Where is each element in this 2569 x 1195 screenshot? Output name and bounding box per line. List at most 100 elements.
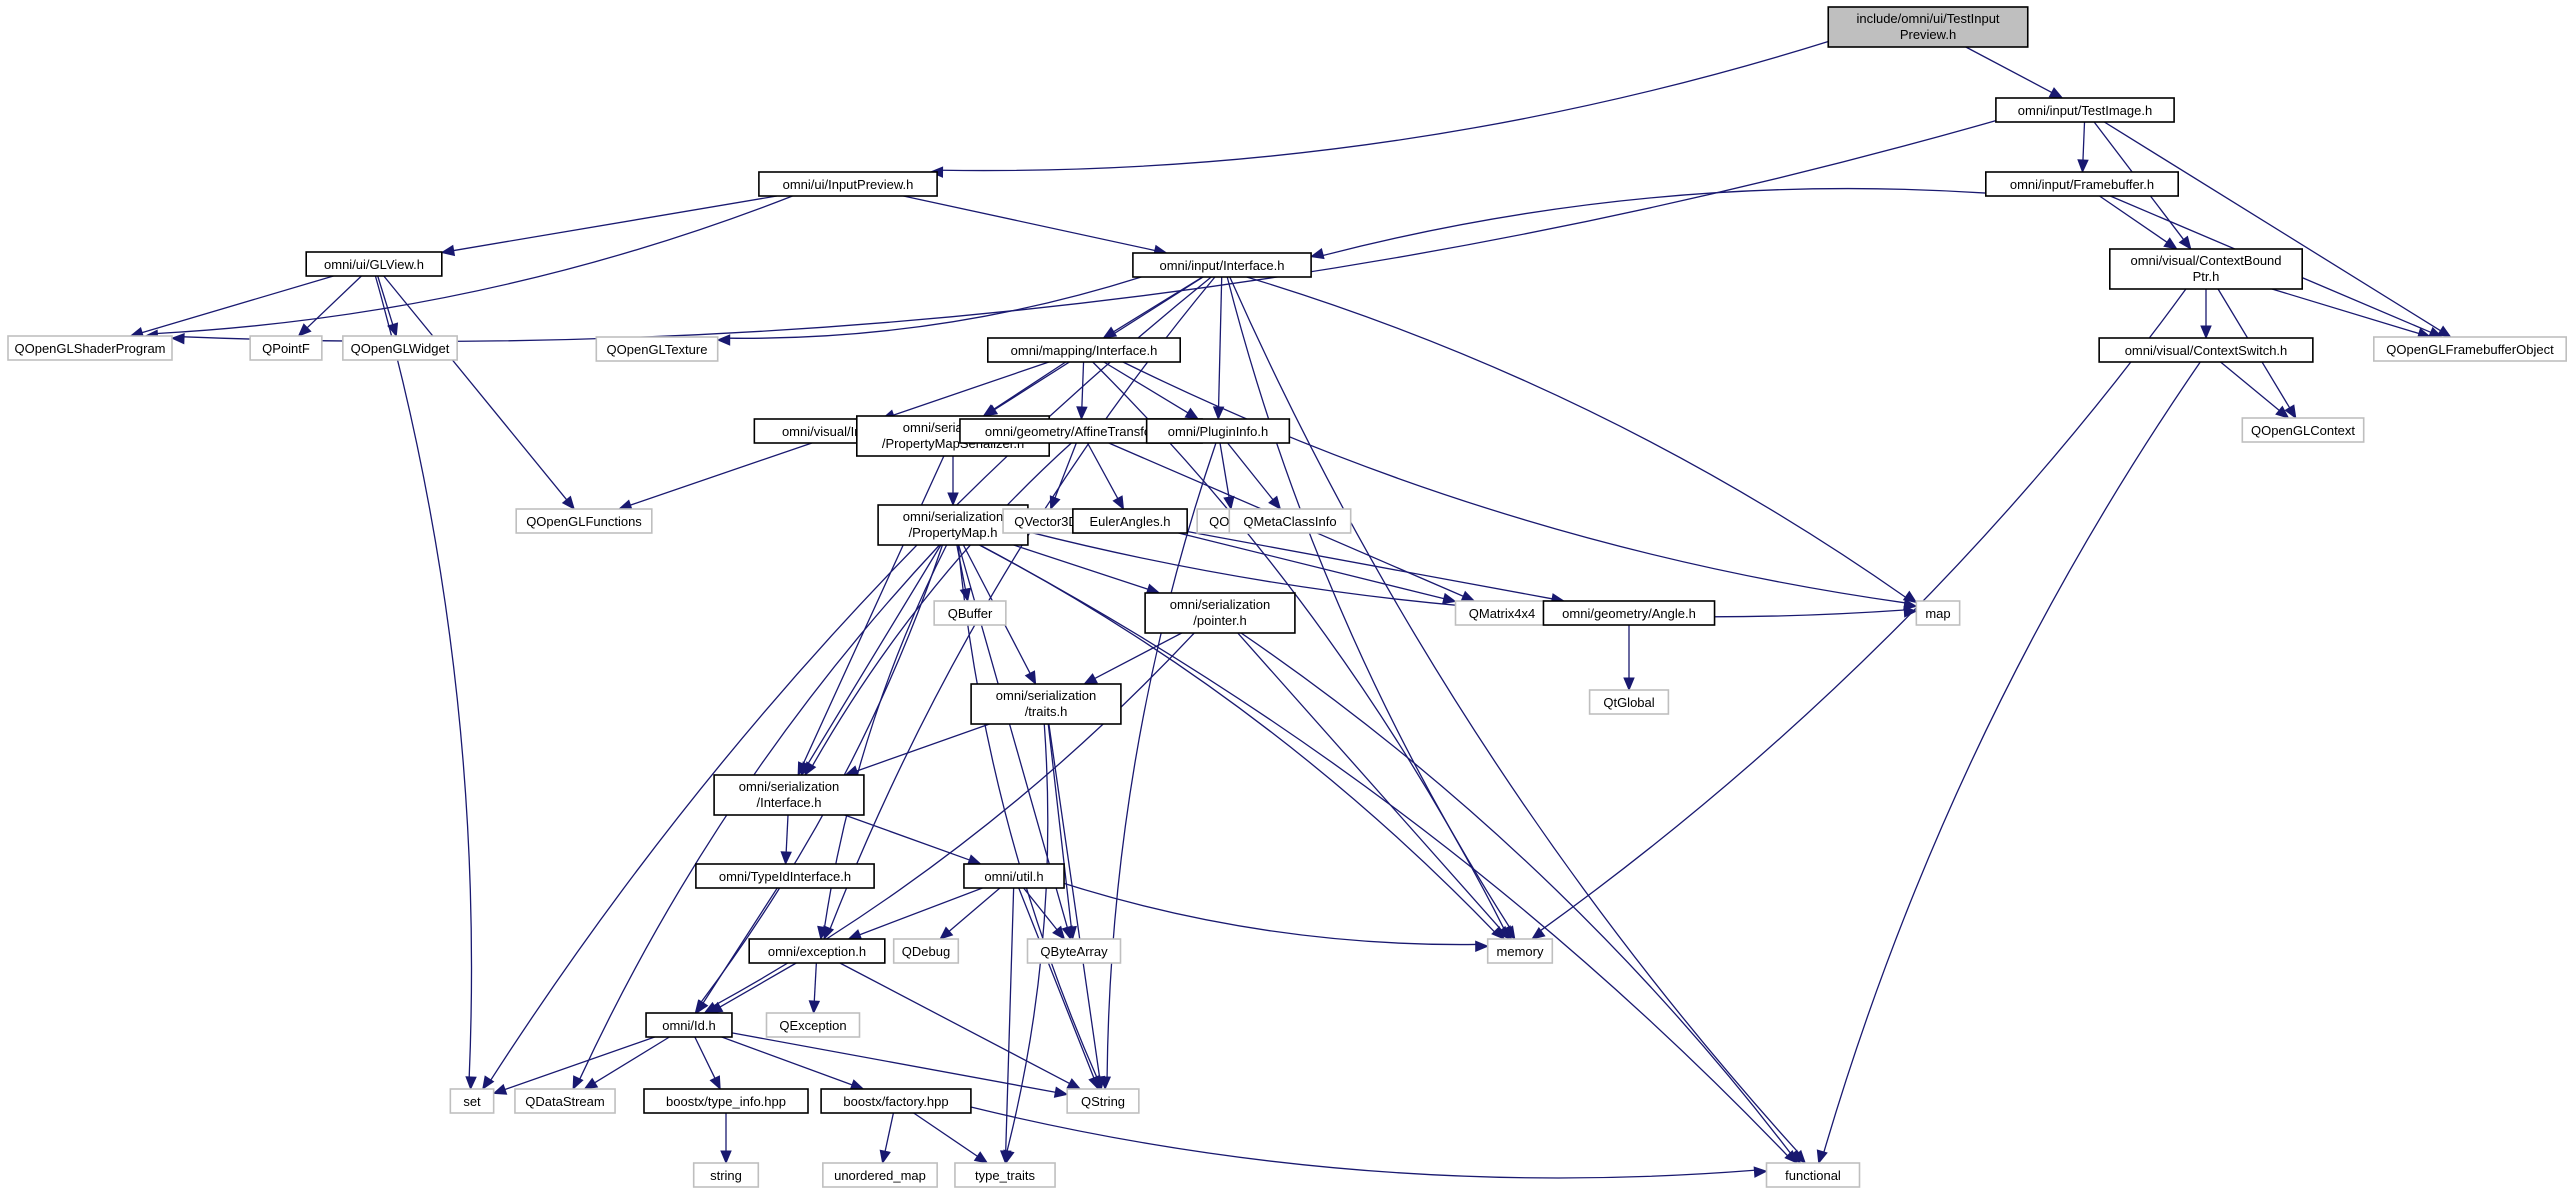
arrowhead-icon (583, 1077, 599, 1090)
node-inputpreview[interactable]: omni/ui/InputPreview.h (758, 171, 938, 197)
node-testimage[interactable]: omni/input/TestImage.h (1995, 97, 2175, 123)
node-box (1542, 600, 1716, 626)
edge-id-to-set (504, 1036, 655, 1091)
edge-propertymap-to-pointer (1013, 544, 1149, 590)
node-label: EulerAngles.h (1090, 514, 1171, 529)
node-id[interactable]: omni/Id.h (645, 1012, 733, 1038)
node-qopenglfunctions[interactable]: QOpenGLFunctions (515, 508, 653, 534)
edge-inputpreview-to-inputinterface (903, 195, 1155, 252)
edge-glview-to-qopenglwidget (377, 275, 394, 325)
node-label: QString (1081, 1094, 1125, 1109)
node-propertymap[interactable]: omni/serialization/PropertyMap.h (877, 504, 1029, 546)
arrowhead-icon (1753, 1166, 1768, 1178)
arrowhead-icon (2048, 87, 2064, 99)
node-qopengltexture[interactable]: QOpenGLTexture (595, 336, 719, 362)
arrowhead-icon (1531, 927, 1546, 940)
node-label: QDebug (902, 944, 950, 959)
node-label: omni/serialization (996, 688, 1096, 703)
node-set[interactable]: set (449, 1088, 495, 1114)
node-label: omni/visual/ContextSwitch.h (2125, 343, 2288, 358)
node-box (1827, 6, 2029, 48)
node-qopenglcontext[interactable]: QOpenGLContext (2241, 417, 2365, 443)
node-plugininfo[interactable]: omni/PluginInfo.h (1145, 418, 1291, 444)
node-unorderedmap[interactable]: unordered_map (822, 1162, 938, 1188)
arrowhead-icon (1076, 406, 1088, 421)
node-exception[interactable]: omni/exception.h (748, 938, 886, 964)
arrowhead-icon (1623, 677, 1635, 692)
node-functional[interactable]: functional (1765, 1162, 1861, 1188)
node-qopenglwidget[interactable]: QOpenGLWidget (342, 335, 458, 361)
node-qexception[interactable]: QException (765, 1012, 861, 1038)
node-box (692, 1162, 760, 1188)
node-qstring[interactable]: QString (1066, 1088, 1140, 1114)
node-memory[interactable]: memory (1486, 938, 1554, 964)
node-qmatrix4x4[interactable]: QMatrix4x4 (1454, 600, 1550, 626)
node-typeinfo[interactable]: boostx/type_info.hpp (643, 1088, 809, 1114)
node-contextswitch[interactable]: omni/visual/ContextSwitch.h (2098, 337, 2314, 363)
arrowhead-icon (1083, 673, 1098, 685)
edge-mappinginterface-to-visualinterface (893, 361, 1050, 416)
node-angle[interactable]: omni/geometry/Angle.h (1542, 600, 1716, 626)
node-label: QOpenGLFunctions (526, 514, 642, 529)
edge-root-to-testimage (1965, 46, 2052, 93)
edge-mappinginterface-to-map (1122, 361, 1905, 604)
arrowhead-icon (2077, 159, 2089, 174)
arrowhead-icon (780, 851, 792, 866)
node-box (2109, 248, 2304, 290)
node-pointer[interactable]: omni/serialization/pointer.h (1144, 592, 1296, 634)
arrowhead-icon (1024, 670, 1037, 686)
node-qbytearray[interactable]: QByteArray (1026, 938, 1122, 964)
node-typetraits[interactable]: type_traits (954, 1162, 1056, 1188)
node-box (1228, 508, 1352, 534)
node-qopenglframebufferobject[interactable]: QOpenGLFramebufferObject (2373, 336, 2568, 362)
arrowhead-icon (947, 492, 959, 507)
arrowhead-icon (959, 587, 971, 603)
node-util[interactable]: omni/util.h (963, 863, 1065, 889)
node-label: QtGlobal (1603, 695, 1654, 710)
node-qdatastream[interactable]: QDataStream (514, 1088, 616, 1114)
node-qtglobal[interactable]: QtGlobal (1588, 689, 1670, 715)
edge-contextboundptr-to-memory (1540, 288, 2187, 932)
edge-eulerangles-to-qmatrix4x4 (1178, 532, 1445, 600)
node-map[interactable]: map (1915, 600, 1961, 626)
arrowhead-icon (849, 1079, 865, 1091)
node-box (643, 1088, 809, 1114)
node-string[interactable]: string (692, 1162, 760, 1188)
node-serinterface[interactable]: omni/serialization/Interface.h (713, 774, 865, 816)
arrowhead-icon (482, 1075, 495, 1091)
node-traits[interactable]: omni/serialization/traits.h (970, 683, 1122, 725)
node-qmetaclassinfo[interactable]: QMetaClassInfo (1228, 508, 1352, 534)
node-qdebug[interactable]: QDebug (892, 938, 960, 964)
node-mappinginterface[interactable]: omni/mapping/Interface.h (986, 337, 1181, 363)
node-inputinterface[interactable]: omni/input/Interface.h (1132, 252, 1312, 278)
edge-pointer-to-traits (1094, 632, 1183, 680)
node-qpointf[interactable]: QPointF (249, 335, 323, 361)
node-typeidinterface[interactable]: omni/TypeIdInterface.h (695, 863, 875, 889)
arrowhead-icon (2200, 325, 2212, 340)
node-eulerangles[interactable]: EulerAngles.h (1072, 508, 1188, 534)
arrowhead-icon (1112, 495, 1125, 511)
node-box (1588, 689, 1670, 715)
arrowhead-icon (297, 323, 312, 337)
arrowhead-icon (847, 929, 863, 940)
edge-inputinterface-to-qopengltexture (729, 276, 1142, 339)
node-label: QMetaClassInfo (1243, 514, 1336, 529)
node-qopenglshaderprogram[interactable]: QOpenGLShaderProgram (7, 335, 173, 361)
node-label: omni/PluginInfo.h (1168, 424, 1268, 439)
node-box (933, 600, 1007, 626)
node-framebuffer[interactable]: omni/input/Framebuffer.h (1985, 171, 2180, 197)
arrowhead-icon (440, 244, 456, 257)
node-glview[interactable]: omni/ui/GLView.h (305, 251, 443, 277)
node-label: omni/mapping/Interface.h (1011, 343, 1158, 358)
node-label: QOpenGLShaderProgram (14, 341, 165, 356)
node-qbuffer[interactable]: QBuffer (933, 600, 1007, 626)
node-box (1985, 171, 2180, 197)
arrowhead-icon (2178, 235, 2192, 251)
node-label: QOpenGLContext (2251, 423, 2355, 438)
edge-propertymap-to-qbuffer (956, 544, 967, 590)
edge-util-to-memory (1063, 882, 1476, 946)
node-box (1995, 97, 2175, 123)
node-factory[interactable]: boostx/factory.hpp (820, 1088, 972, 1114)
